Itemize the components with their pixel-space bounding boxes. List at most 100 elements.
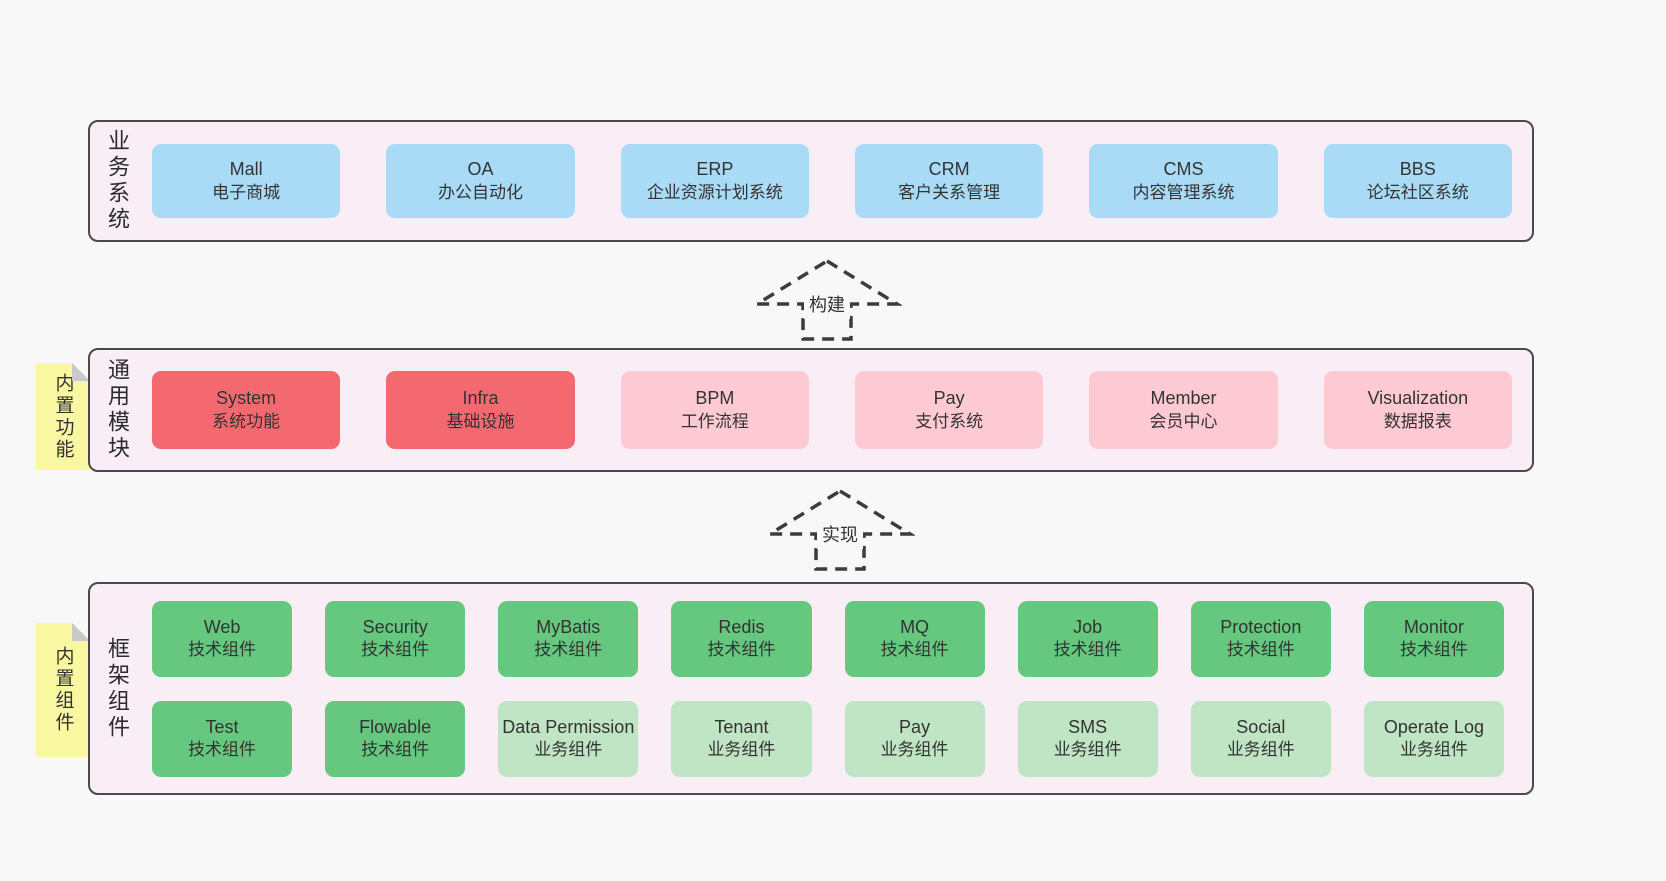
box-subtitle: 企业资源计划系统 bbox=[646, 182, 783, 202]
box-member: Member 会员中心 bbox=[1089, 371, 1278, 449]
box-crm: CRM 客户关系管理 bbox=[854, 144, 1044, 218]
box-title: BPM bbox=[695, 388, 735, 409]
box-title: SMS bbox=[1068, 716, 1108, 737]
section-framework-components: 框架组件 Web 技术组件 Security 技术组件 MyBatis 技术组件… bbox=[88, 582, 1534, 795]
box-subtitle: 会员中心 bbox=[1149, 411, 1218, 431]
box-title: Redis bbox=[718, 616, 765, 637]
box-title: Test bbox=[205, 716, 239, 737]
box-web: Web 技术组件 bbox=[152, 600, 293, 677]
box-subtitle: 业务组件 bbox=[1053, 740, 1122, 760]
box-title: Monitor bbox=[1403, 616, 1464, 637]
box-data-permission: Data Permission 业务组件 bbox=[498, 700, 639, 777]
sticky-label: 内置组件 bbox=[52, 646, 74, 734]
box-title: Mall bbox=[229, 159, 263, 180]
box-title: Web bbox=[203, 616, 241, 637]
box-pay-system: Pay 支付系统 bbox=[854, 371, 1044, 449]
box-cms: CMS 内容管理系统 bbox=[1089, 144, 1278, 218]
box-title: BBS bbox=[1399, 159, 1436, 180]
box-subtitle: 技术组件 bbox=[1399, 640, 1468, 660]
box-pay-component: Pay 业务组件 bbox=[844, 700, 985, 777]
box-title: Flowable bbox=[359, 716, 432, 737]
box-title: Visualization bbox=[1367, 388, 1469, 409]
box-bpm: BPM 工作流程 bbox=[620, 371, 809, 449]
framework-box-grid: Web 技术组件 Security 技术组件 MyBatis 技术组件 Redi… bbox=[136, 600, 1532, 777]
box-subtitle: 业务组件 bbox=[1399, 740, 1468, 760]
box-subtitle: 技术组件 bbox=[707, 640, 776, 660]
arrow-implement: 实现 bbox=[765, 487, 915, 573]
box-security: Security 技术组件 bbox=[325, 600, 466, 677]
box-system: System 系统功能 bbox=[152, 371, 341, 449]
box-subtitle: 办公自动化 bbox=[437, 182, 523, 202]
box-protection: Protection 技术组件 bbox=[1190, 600, 1331, 677]
sticky-built-in-components: 内置组件 bbox=[36, 623, 90, 757]
box-social: Social 业务组件 bbox=[1190, 700, 1331, 777]
dashed-up-arrow-icon bbox=[765, 488, 915, 571]
box-monitor: Monitor 技术组件 bbox=[1363, 600, 1504, 677]
box-subtitle: 业务组件 bbox=[707, 740, 776, 760]
box-title: Member bbox=[1150, 388, 1217, 409]
box-subtitle: 客户关系管理 bbox=[898, 182, 1001, 202]
box-title: OA bbox=[467, 159, 494, 180]
box-subtitle: 技术组件 bbox=[361, 640, 430, 660]
box-title: Operate Log bbox=[1383, 716, 1484, 737]
folded-corner-icon bbox=[72, 623, 90, 641]
box-title: CRM bbox=[928, 159, 970, 180]
box-subtitle: 业务组件 bbox=[880, 740, 949, 760]
box-operate-log: Operate Log 业务组件 bbox=[1363, 700, 1504, 777]
box-subtitle: 技术组件 bbox=[1053, 640, 1122, 660]
arrow-implement-label: 实现 bbox=[817, 519, 863, 549]
box-title: ERP bbox=[696, 159, 734, 180]
box-title: MyBatis bbox=[536, 616, 601, 637]
box-test: Test 技术组件 bbox=[152, 700, 293, 777]
box-subtitle: 支付系统 bbox=[915, 411, 984, 431]
box-subtitle: 论坛社区系统 bbox=[1366, 182, 1469, 202]
box-subtitle: 电子商城 bbox=[212, 182, 281, 202]
box-title: Social bbox=[1236, 716, 1286, 737]
box-title: Security bbox=[362, 616, 428, 637]
box-mq: MQ 技术组件 bbox=[844, 600, 985, 677]
box-bbs: BBS 论坛社区系统 bbox=[1323, 144, 1512, 218]
box-subtitle: 业务组件 bbox=[534, 740, 603, 760]
sticky-built-in-features: 内置功能 bbox=[36, 363, 90, 470]
business-box-row: Mall 电子商城 OA 办公自动化 ERP 企业资源计划系统 CRM 客户关系… bbox=[136, 144, 1532, 218]
box-title: MQ bbox=[900, 616, 930, 637]
box-subtitle: 内容管理系统 bbox=[1132, 182, 1235, 202]
box-title: CMS bbox=[1163, 159, 1204, 180]
box-subtitle: 系统功能 bbox=[212, 411, 281, 431]
box-tenant: Tenant 业务组件 bbox=[671, 700, 812, 777]
box-subtitle: 基础设施 bbox=[446, 411, 515, 431]
box-subtitle: 业务组件 bbox=[1226, 740, 1295, 760]
box-title: System bbox=[216, 388, 277, 409]
box-sms: SMS 业务组件 bbox=[1017, 700, 1158, 777]
box-redis: Redis 技术组件 bbox=[671, 600, 812, 677]
box-title: Data Permission bbox=[502, 716, 635, 737]
folded-corner-icon bbox=[72, 363, 90, 381]
sticky-label: 内置功能 bbox=[52, 372, 74, 461]
box-infra: Infra 基础设施 bbox=[386, 371, 575, 449]
box-subtitle: 技术组件 bbox=[1226, 640, 1295, 660]
box-oa: OA 办公自动化 bbox=[386, 144, 575, 218]
box-title: Infra bbox=[462, 388, 499, 409]
box-subtitle: 技术组件 bbox=[534, 640, 603, 660]
section-label-common-modules: 通用模块 bbox=[105, 358, 130, 462]
arrow-build: 构建 bbox=[752, 257, 902, 343]
box-flowable: Flowable 技术组件 bbox=[325, 700, 466, 777]
box-mall: Mall 电子商城 bbox=[152, 144, 341, 218]
box-subtitle: 技术组件 bbox=[880, 640, 949, 660]
section-common-modules: 通用模块 System 系统功能 Infra 基础设施 BPM 工作流程 Pay… bbox=[88, 348, 1534, 472]
box-title: Pay bbox=[899, 716, 931, 737]
box-job: Job 技术组件 bbox=[1017, 600, 1158, 677]
box-title: Tenant bbox=[714, 716, 769, 737]
section-label-business-systems: 业务系统 bbox=[105, 129, 130, 233]
box-title: Job bbox=[1073, 616, 1103, 637]
box-subtitle: 技术组件 bbox=[188, 640, 257, 660]
dashed-up-arrow-icon bbox=[752, 258, 902, 341]
box-subtitle: 技术组件 bbox=[188, 740, 257, 760]
module-box-row: System 系统功能 Infra 基础设施 BPM 工作流程 Pay 支付系统… bbox=[136, 371, 1532, 449]
box-subtitle: 技术组件 bbox=[361, 740, 430, 760]
arrow-build-label: 构建 bbox=[804, 289, 850, 319]
box-mybatis: MyBatis 技术组件 bbox=[498, 600, 639, 677]
box-title: Pay bbox=[933, 388, 965, 409]
box-visualization: Visualization 数据报表 bbox=[1323, 371, 1512, 449]
